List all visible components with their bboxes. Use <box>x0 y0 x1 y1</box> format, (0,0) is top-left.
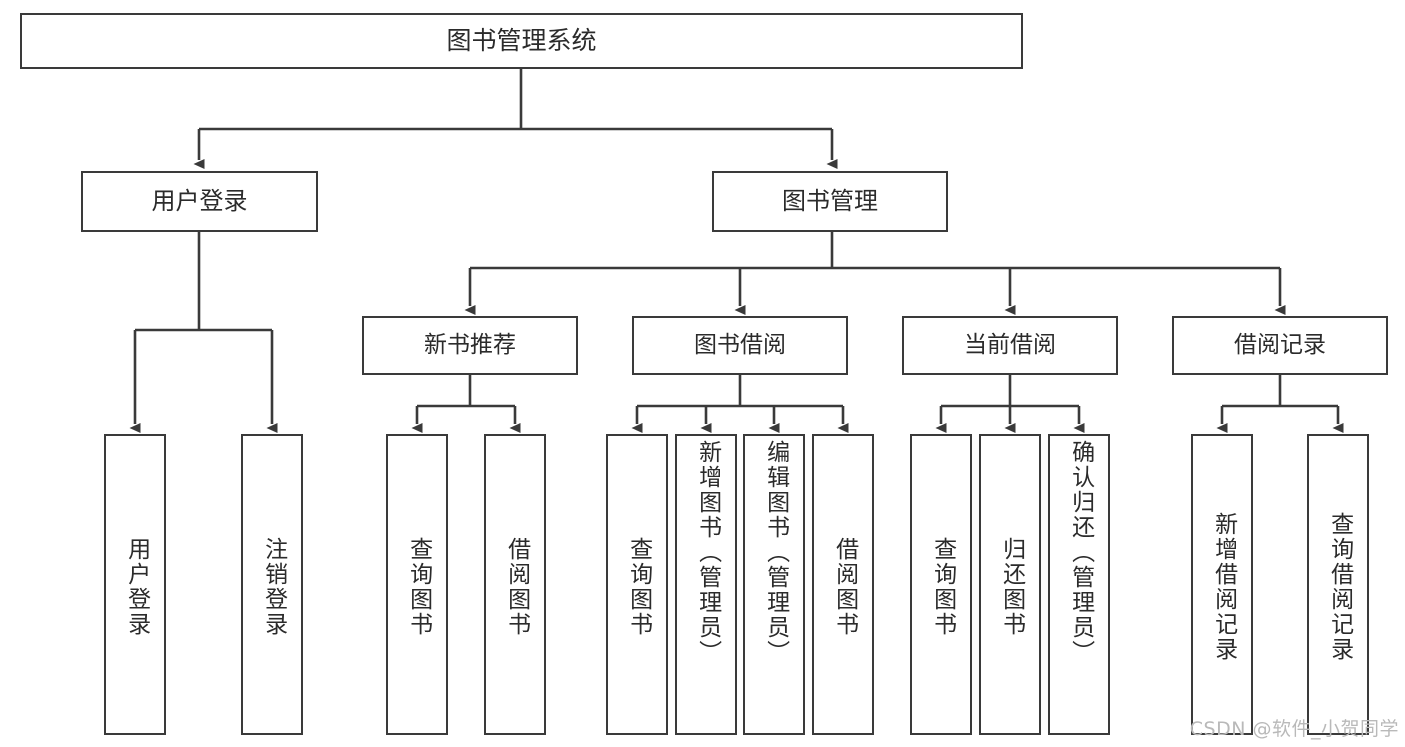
node-user-login-label: 用户登录 <box>151 187 248 216</box>
node-leaf-return-book-label: 归还图书 <box>998 536 1025 637</box>
node-leaf-query-book-3[interactable]: 查询图书 <box>910 434 972 735</box>
node-book-manage[interactable]: 图书管理 <box>712 171 948 232</box>
node-root-label: 图书管理系统 <box>446 26 597 56</box>
node-leaf-add-record-label: 新增借阅记录 <box>1210 511 1237 662</box>
node-leaf-query-book-2[interactable]: 查询图书 <box>606 434 668 735</box>
node-borrow-record-label: 借阅记录 <box>1234 331 1326 358</box>
node-leaf-borrow-book-1[interactable]: 借阅图书 <box>484 434 546 735</box>
node-book-manage-label: 图书管理 <box>782 187 878 216</box>
node-leaf-add-book[interactable]: 新增图书（管理员） <box>675 434 737 735</box>
node-new-book-recommend-label: 新书推荐 <box>424 331 516 358</box>
node-leaf-edit-book[interactable]: 编辑图书（管理员） <box>743 434 805 735</box>
node-leaf-logout-login-label: 注销登录 <box>260 536 287 637</box>
node-leaf-query-book-1-label: 查询图书 <box>405 536 432 637</box>
node-leaf-add-record[interactable]: 新增借阅记录 <box>1191 434 1253 735</box>
node-current-borrow-label: 当前借阅 <box>964 331 1056 358</box>
node-current-borrow[interactable]: 当前借阅 <box>902 316 1118 375</box>
node-leaf-query-record-label: 查询借阅记录 <box>1326 511 1353 662</box>
node-leaf-user-login-label: 用户登录 <box>123 536 150 637</box>
node-book-borrow[interactable]: 图书借阅 <box>632 316 848 375</box>
node-leaf-return-book[interactable]: 归还图书 <box>979 434 1041 735</box>
node-leaf-borrow-book-2[interactable]: 借阅图书 <box>812 434 874 735</box>
node-root-system[interactable]: 图书管理系统 <box>20 13 1023 69</box>
node-user-login[interactable]: 用户登录 <box>81 171 318 232</box>
node-leaf-confirm-return[interactable]: 确认归还（管理员） <box>1048 434 1110 735</box>
node-leaf-borrow-book-1-label: 借阅图书 <box>503 536 530 637</box>
node-leaf-user-login[interactable]: 用户登录 <box>104 434 166 735</box>
node-leaf-logout-login[interactable]: 注销登录 <box>241 434 303 735</box>
node-borrow-record[interactable]: 借阅记录 <box>1172 316 1388 375</box>
node-leaf-edit-book-label: 编辑图书（管理员） <box>762 440 789 665</box>
node-book-borrow-label: 图书借阅 <box>694 331 786 358</box>
node-leaf-confirm-return-label: 确认归还（管理员） <box>1067 440 1094 665</box>
node-new-book-recommend[interactable]: 新书推荐 <box>362 316 578 375</box>
node-leaf-query-book-3-label: 查询图书 <box>929 536 956 637</box>
node-leaf-query-record[interactable]: 查询借阅记录 <box>1307 434 1369 735</box>
node-leaf-query-book-1[interactable]: 查询图书 <box>386 434 448 735</box>
node-leaf-add-book-label: 新增图书（管理员） <box>694 440 721 665</box>
node-leaf-borrow-book-2-label: 借阅图书 <box>831 536 858 637</box>
node-leaf-query-book-2-label: 查询图书 <box>625 536 652 637</box>
